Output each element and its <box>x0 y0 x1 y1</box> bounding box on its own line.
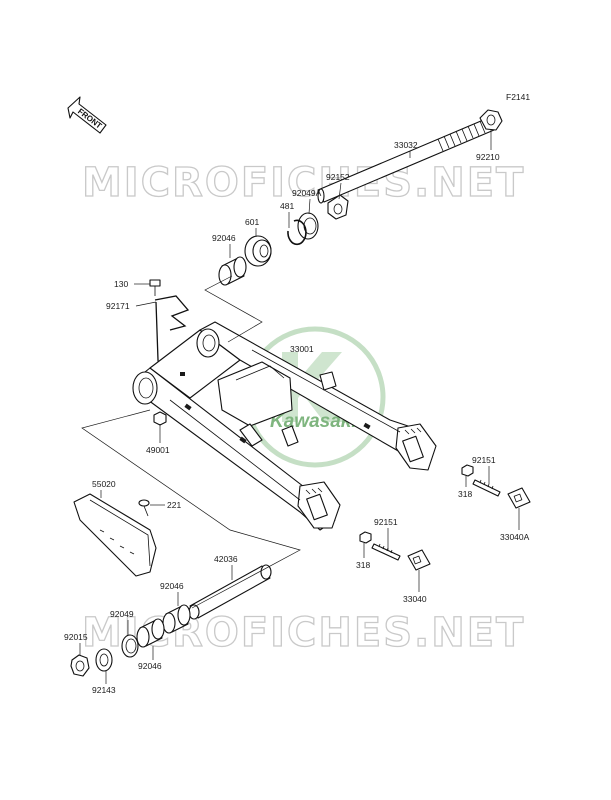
seal-92049a <box>297 212 319 240</box>
label-481: 481 <box>280 201 294 211</box>
needle-bearing-92046-lower-right <box>162 604 191 634</box>
bolt-130 <box>149 279 161 296</box>
screw-221 <box>138 499 150 517</box>
label-92049a: 92049A <box>292 188 322 198</box>
figure-code: F2141 <box>506 92 530 102</box>
seal-92049 <box>121 634 139 658</box>
label-318-upper: 318 <box>458 489 472 499</box>
label-92171: 92171 <box>106 301 130 311</box>
bearing-601 <box>244 235 272 267</box>
explode-guide-lines <box>81 275 301 609</box>
label-92046-lower-left: 92046 <box>138 661 162 671</box>
label-92049: 92049 <box>110 609 134 619</box>
adjuster-plate-33040 <box>407 549 431 571</box>
label-55020: 55020 <box>92 479 116 489</box>
adjuster-bolt-upper <box>472 479 501 497</box>
adjuster-plate-33040a <box>507 487 531 509</box>
label-318-lower: 318 <box>356 560 370 570</box>
label-92152: 92152 <box>326 172 350 182</box>
nut-49001 <box>153 411 167 426</box>
label-221: 221 <box>167 500 181 510</box>
label-92046-top: 92046 <box>212 233 236 243</box>
swingarm-33001 <box>132 321 437 531</box>
sleeve-42036 <box>188 564 272 620</box>
part-labels: 33032 92210 92152 92049A 481 601 92046 1… <box>64 140 530 695</box>
nut-318-upper <box>461 464 474 477</box>
label-42036: 42036 <box>214 554 238 564</box>
label-49001: 49001 <box>146 445 170 455</box>
label-92151-lower: 92151 <box>374 517 398 527</box>
label-601: 601 <box>245 217 259 227</box>
circlip-481 <box>287 219 307 246</box>
pivot-nut <box>479 109 503 131</box>
needle-bearing-top <box>218 256 247 286</box>
label-92151-upper: 92151 <box>472 455 496 465</box>
collar-92152 <box>327 194 349 220</box>
needle-bearing-92046-lower-left <box>136 618 165 648</box>
label-92210: 92210 <box>476 152 500 162</box>
label-92015: 92015 <box>64 632 88 642</box>
label-33001: 33001 <box>290 344 314 354</box>
front-arrow-icon: FRONT <box>67 96 107 134</box>
label-92143: 92143 <box>92 685 116 695</box>
front-label: FRONT <box>76 107 104 131</box>
watermark-top: MICROFICHES.NET <box>82 160 525 206</box>
chain-guard-55020 <box>73 493 157 577</box>
label-33040a: 33040A <box>500 532 530 542</box>
label-130: 130 <box>114 279 128 289</box>
nut-318-lower <box>359 531 372 544</box>
label-92046-lower-right: 92046 <box>160 581 184 591</box>
leader-lines <box>79 130 520 684</box>
cap-92015 <box>70 654 90 677</box>
label-33032: 33032 <box>394 140 418 150</box>
collar-92143 <box>95 648 113 672</box>
adjuster-bolt-lower <box>371 543 401 561</box>
label-33040: 33040 <box>403 594 427 604</box>
